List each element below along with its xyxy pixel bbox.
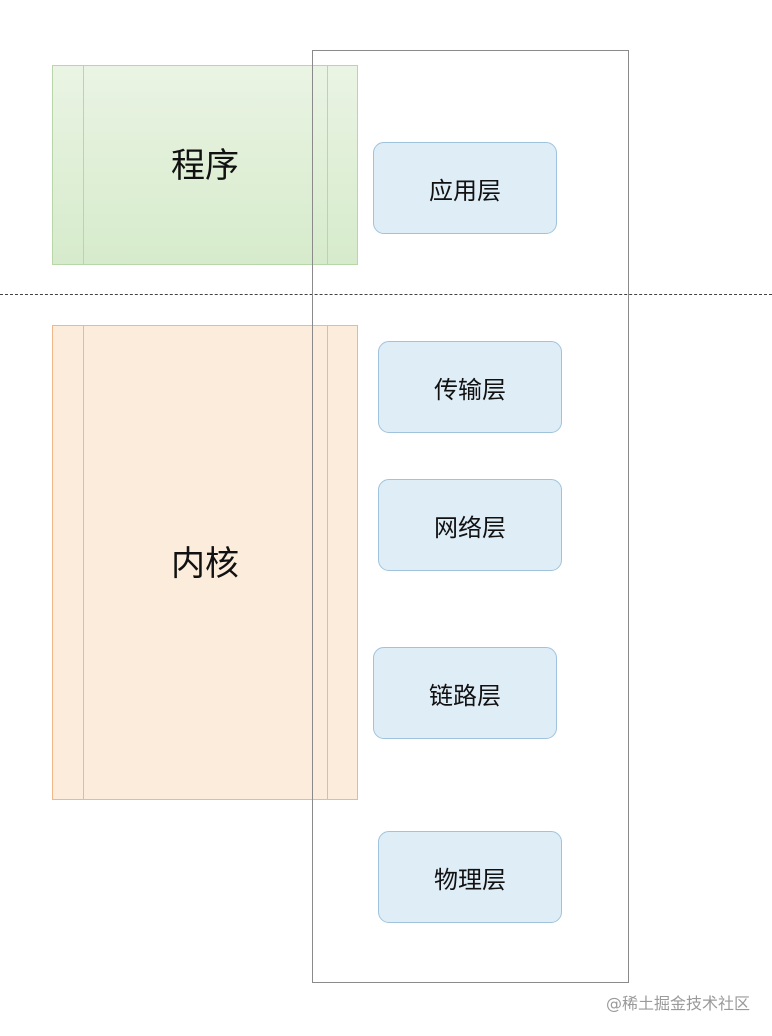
program-block-left-divider xyxy=(83,66,84,264)
kernel-block-right-divider xyxy=(327,326,328,799)
program-block: 程序 xyxy=(52,65,358,265)
watermark: @稀土掘金技术社区 xyxy=(605,994,750,1013)
program-block-right-divider xyxy=(327,66,328,264)
program-label: 程序 xyxy=(171,146,239,186)
application-layer-box: 应用层 xyxy=(373,142,557,234)
protocol-stack-frame xyxy=(312,50,629,983)
physical-layer-box: 物理层 xyxy=(378,831,562,923)
kernel-block-left-divider xyxy=(83,326,84,799)
user-kernel-separator xyxy=(0,294,772,295)
kernel-label: 内核 xyxy=(171,544,239,584)
kernel-block: 内核 xyxy=(52,325,358,800)
link-layer-box: 链路层 xyxy=(373,647,557,739)
transport-layer-box: 传输层 xyxy=(378,341,562,433)
network-layer-box: 网络层 xyxy=(378,479,562,571)
